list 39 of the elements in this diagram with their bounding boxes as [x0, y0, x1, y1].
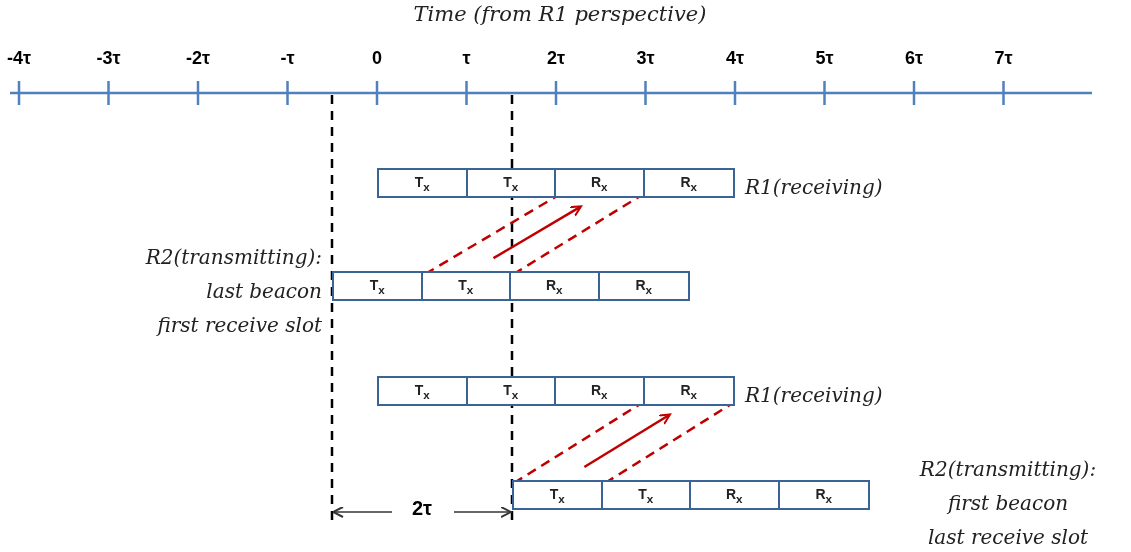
slot-bar — [332, 271, 690, 301]
slot-bar — [377, 376, 735, 406]
tick-label: -τ — [280, 48, 295, 69]
time-slot: R$_{x}$ — [779, 482, 868, 508]
time-slot: T$_{x}$ — [467, 170, 556, 196]
bar-caption: R1(receiving) — [745, 382, 883, 409]
time-slot: R$_{x}$ — [511, 273, 600, 299]
slot-bar — [512, 480, 870, 510]
time-slot: T$_{x}$ — [379, 170, 468, 196]
tick-label: 4τ — [726, 48, 744, 69]
bar-caption: R2(transmitting): first beacon last receive slot — [919, 456, 1097, 551]
time-slot: T$_{x}$ — [602, 482, 691, 508]
tick-label: 2τ — [547, 48, 565, 69]
time-slot: T$_{x}$ — [422, 273, 511, 299]
axis-title: Time (from R1 perspective) — [412, 2, 708, 26]
tick-label: 3τ — [636, 48, 655, 69]
signal-arrow — [583, 413, 672, 469]
tick-label: -4τ — [7, 48, 31, 69]
tick-label: -2τ — [186, 48, 210, 69]
time-slot: R$_{x}$ — [644, 170, 733, 196]
time-slot: R$_{x}$ — [556, 378, 645, 404]
bar-caption: R2(transmitting): last beacon first receive slot — [145, 244, 322, 339]
time-slot: T$_{x}$ — [334, 273, 423, 299]
time-slot: R$_{x}$ — [599, 273, 688, 299]
time-slot: T$_{x}$ — [379, 378, 468, 404]
bar-caption: R1(receiving) — [745, 174, 883, 201]
slot-bar — [377, 168, 735, 198]
time-slot: T$_{x}$ — [467, 378, 556, 404]
time-slot: T$_{x}$ — [514, 482, 603, 508]
tick-label: 5τ — [815, 48, 834, 69]
time-slot: R$_{x}$ — [644, 378, 733, 404]
tick-label: 7τ — [994, 48, 1013, 69]
time-slot: R$_{x}$ — [691, 482, 780, 508]
time-slot: R$_{x}$ — [556, 170, 645, 196]
tick-label: -3τ — [96, 48, 121, 69]
signal-arrow — [492, 205, 583, 260]
tick-label: 0 — [372, 48, 382, 69]
tick-label: τ — [462, 48, 471, 69]
tick-label: 6τ — [905, 48, 923, 69]
